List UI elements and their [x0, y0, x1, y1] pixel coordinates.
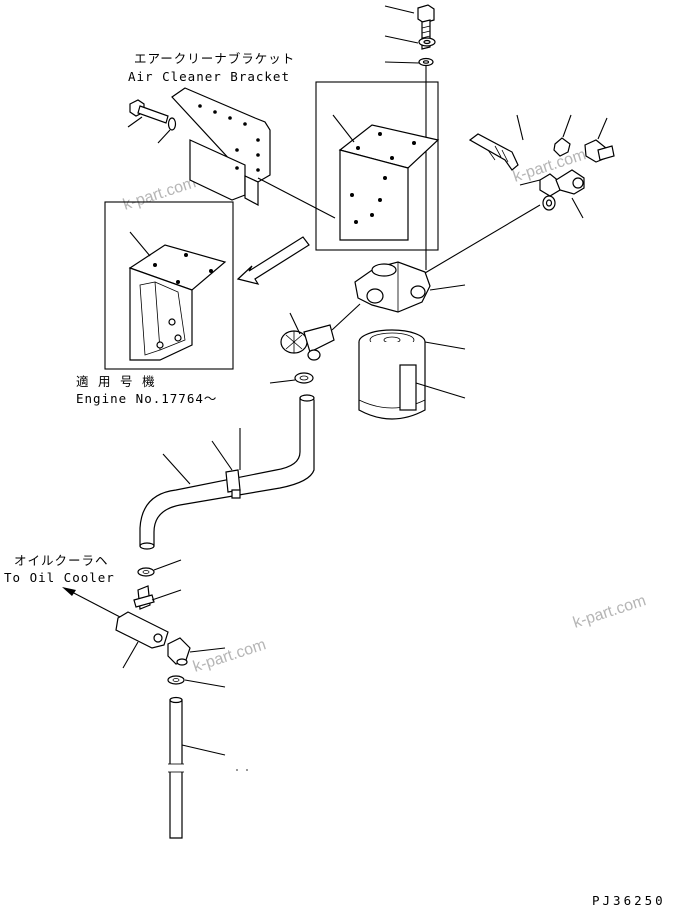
watermark-3: k-part.com	[571, 592, 648, 632]
watermark-1: k-part.com	[121, 174, 198, 214]
oil-hose	[139, 394, 315, 550]
bracket-bolt	[129, 99, 177, 131]
hose-nipple	[133, 585, 155, 610]
watermark-4: k-part.com	[191, 636, 268, 676]
bracket-label-en: Air Cleaner Bracket	[128, 69, 290, 84]
hose-upper-right	[468, 133, 519, 171]
cooler-label-en: To Oil Cooler	[4, 570, 115, 585]
clamp-lower-1	[137, 567, 155, 577]
top-bolt	[417, 4, 435, 50]
bracket-detail	[338, 124, 440, 241]
clamp-upper	[553, 137, 571, 157]
elbow-lower	[167, 637, 191, 666]
clamp-hose-top	[294, 372, 314, 384]
clamp-lower-2	[167, 675, 185, 685]
filter-head	[354, 261, 431, 313]
detail-box-bracket	[315, 81, 439, 251]
washer-lower	[418, 57, 434, 67]
cooler-label-jp: オイルクーラヘ	[14, 553, 109, 568]
drawing-code: PJ36250	[592, 893, 666, 908]
valve-fitting	[280, 324, 335, 361]
connector-upper	[584, 139, 615, 163]
bracket-label-jp: エアークリーナブラケット	[134, 51, 295, 66]
arrow-indicator	[236, 236, 310, 285]
detail-box-engine	[104, 201, 234, 370]
fitting-union	[539, 169, 585, 197]
oil-filter	[358, 329, 426, 420]
engine-label-jp: 適 用 号 機	[76, 374, 156, 389]
bracket-variant	[128, 244, 227, 361]
lower-hose	[168, 696, 184, 839]
fitting-nut	[542, 195, 556, 211]
engine-label-en: Engine No.17764～	[76, 391, 217, 406]
arrow-to-oil-cooler	[62, 587, 121, 618]
tee-adapter	[115, 611, 169, 649]
hose-clamp-band	[225, 469, 241, 499]
washer-top	[418, 37, 436, 47]
air-cleaner-bracket	[171, 87, 271, 207]
